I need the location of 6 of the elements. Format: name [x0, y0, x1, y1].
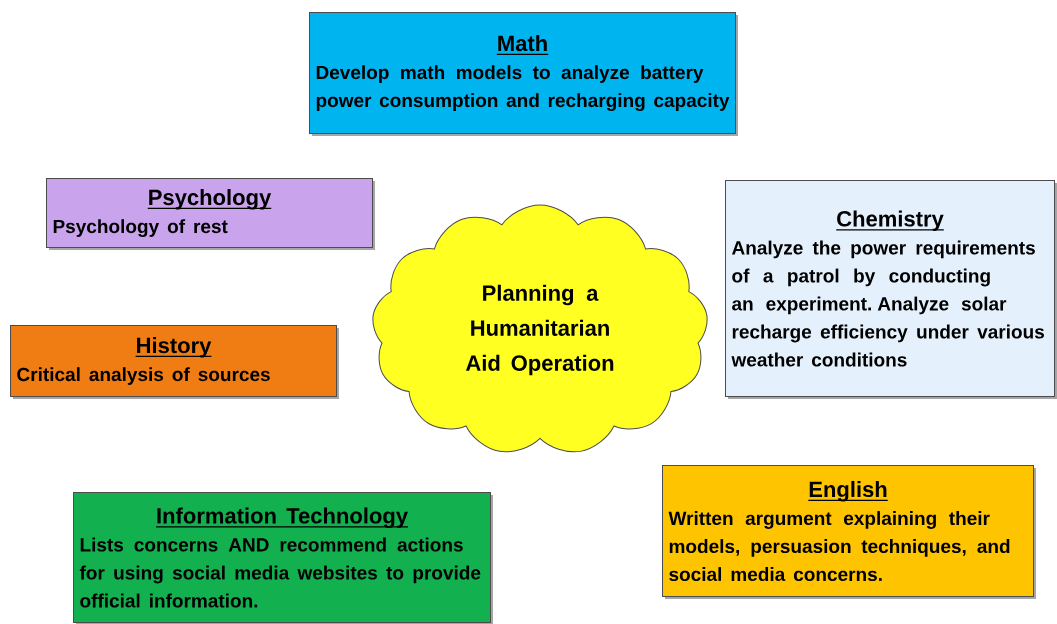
- subject-box: Math Develop math models to analyze battery power consumption and recharging capacity: [309, 12, 736, 134]
- subject-box: Psychology Psychology of rest: [46, 178, 373, 248]
- subject-box: History Critical analysis of sources: [10, 325, 337, 397]
- subject-box: Information Technology Lists concerns AND recommend actions for using social media websites to provide official information.: [73, 492, 491, 623]
- subject-box: Chemistry Analyze the power requirements of a patrol by conducting an experiment. Analyze solar recharge efficiency under various weather conditions: [725, 180, 1055, 397]
- subject-box: English Written argument explaining their models, persuasion techniques, and social media concerns.: [662, 465, 1034, 597]
